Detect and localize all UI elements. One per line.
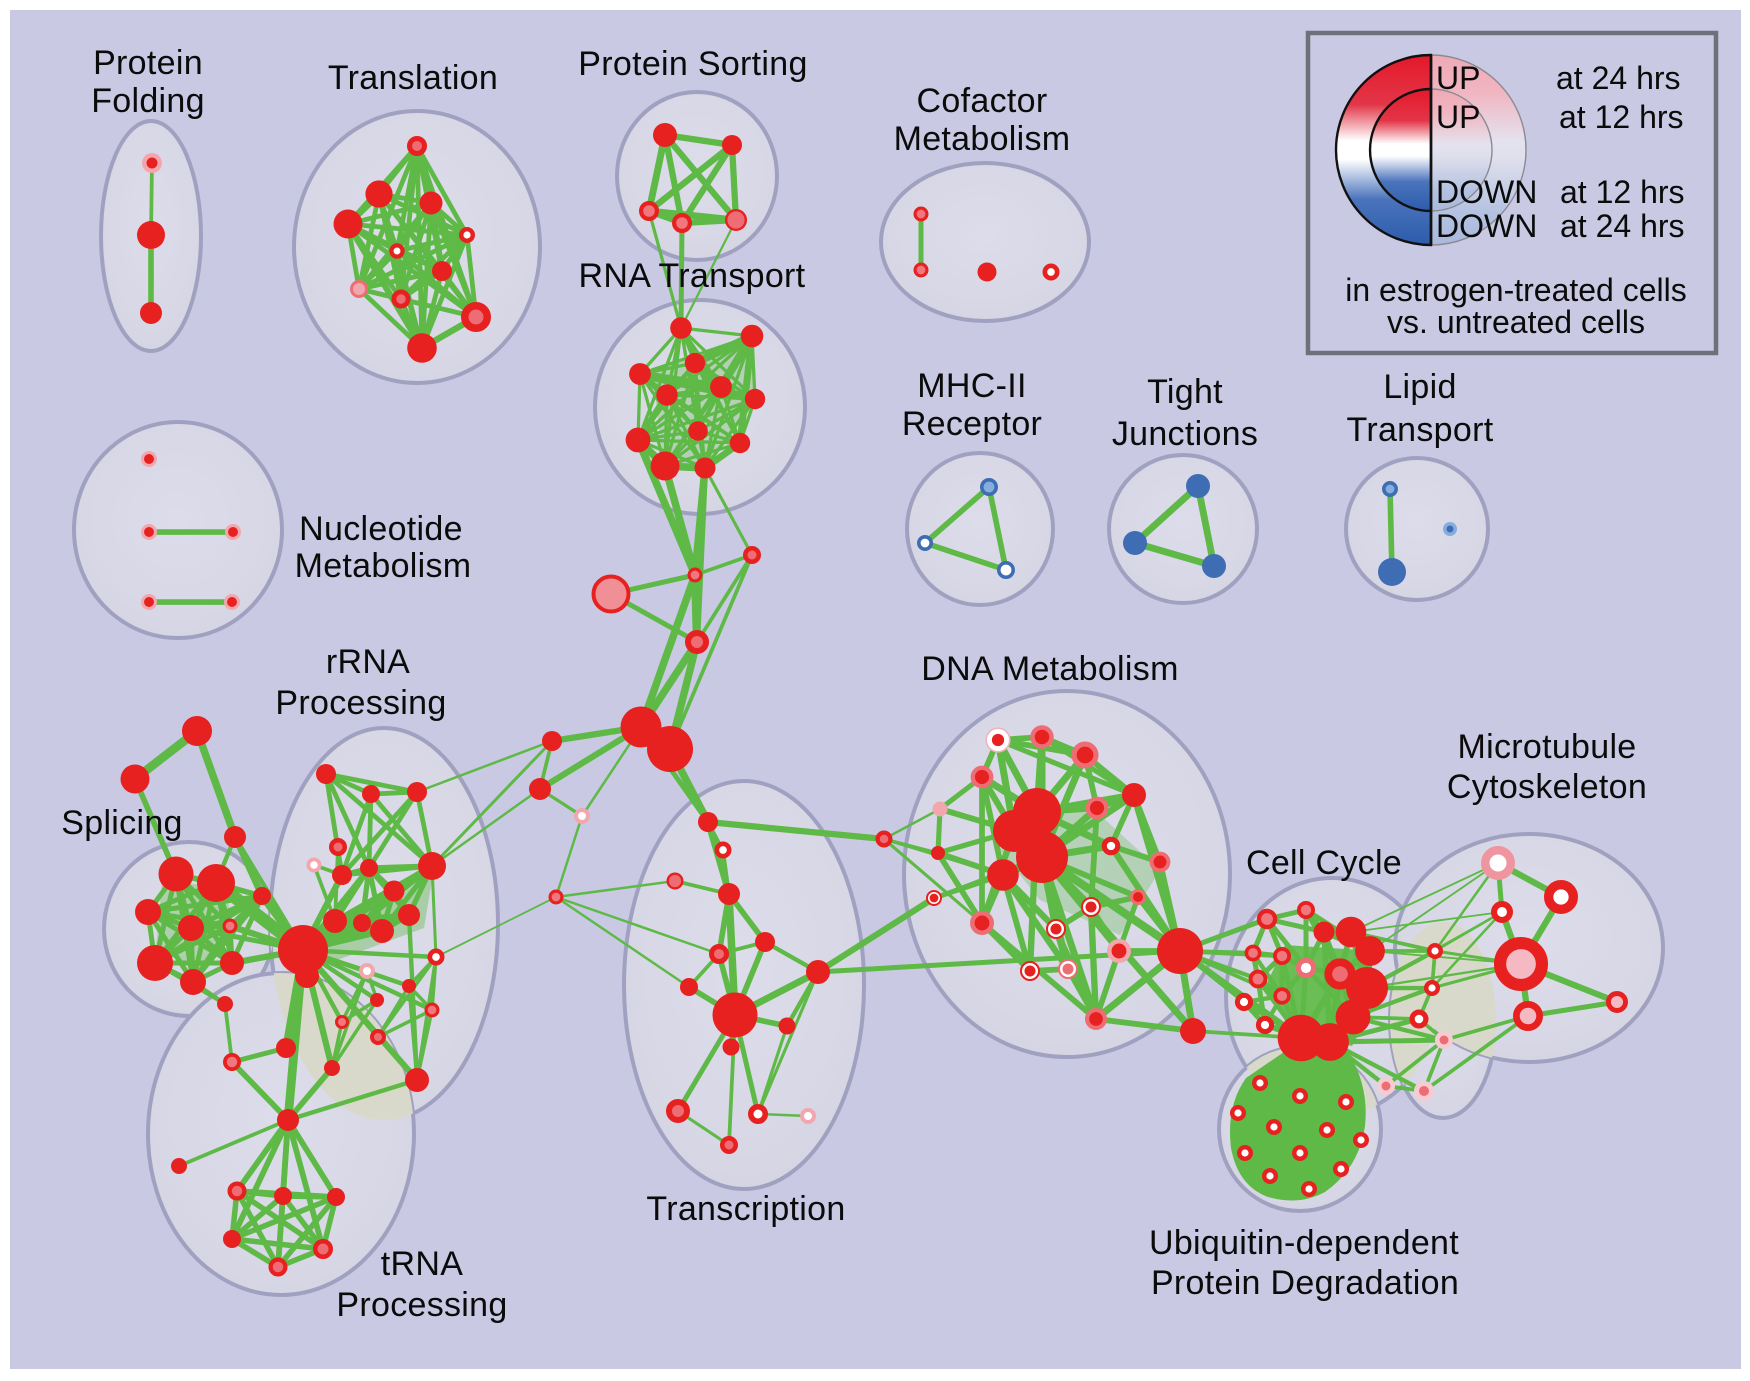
svg-text:Processing: Processing <box>275 684 446 722</box>
svg-text:Folding: Folding <box>91 82 205 120</box>
svg-text:at 24 hrs: at 24 hrs <box>1560 208 1685 244</box>
svg-text:DOWN: DOWN <box>1436 174 1537 210</box>
svg-text:tRNA: tRNA <box>381 1245 463 1283</box>
svg-text:DOWN: DOWN <box>1436 208 1537 244</box>
svg-text:Ubiquitin-dependent: Ubiquitin-dependent <box>1149 1224 1459 1262</box>
svg-text:UP: UP <box>1436 99 1480 135</box>
svg-text:Receptor: Receptor <box>902 405 1042 443</box>
svg-text:at 24 hrs: at 24 hrs <box>1556 60 1681 96</box>
svg-text:Nucleotide: Nucleotide <box>299 510 463 548</box>
svg-text:Protein: Protein <box>93 44 203 82</box>
svg-text:Cytoskeleton: Cytoskeleton <box>1447 768 1647 806</box>
svg-text:Microtubule: Microtubule <box>1457 728 1636 766</box>
svg-text:Protein Degradation: Protein Degradation <box>1151 1264 1459 1302</box>
svg-text:at 12 hrs: at 12 hrs <box>1560 174 1685 210</box>
svg-text:UP: UP <box>1436 60 1480 96</box>
svg-text:Transport: Transport <box>1347 411 1494 449</box>
svg-text:Cell Cycle: Cell Cycle <box>1246 844 1402 882</box>
svg-text:Splicing: Splicing <box>61 804 182 842</box>
svg-text:Metabolism: Metabolism <box>894 120 1071 158</box>
svg-text:Metabolism: Metabolism <box>295 547 472 585</box>
svg-text:Tight: Tight <box>1147 373 1223 411</box>
svg-text:Processing: Processing <box>336 1286 507 1324</box>
svg-text:vs. untreated cells: vs. untreated cells <box>1387 304 1645 340</box>
svg-text:Translation: Translation <box>328 59 498 97</box>
svg-text:in estrogen-treated cells: in estrogen-treated cells <box>1345 272 1687 308</box>
svg-text:Protein Sorting: Protein Sorting <box>578 45 807 83</box>
svg-text:RNA Transport: RNA Transport <box>579 257 806 295</box>
svg-text:Transcription: Transcription <box>646 1190 845 1228</box>
svg-text:Cofactor: Cofactor <box>917 82 1048 120</box>
svg-text:at 12 hrs: at 12 hrs <box>1559 99 1684 135</box>
svg-text:Junctions: Junctions <box>1112 415 1258 453</box>
svg-text:rRNA: rRNA <box>326 643 410 681</box>
svg-text:Lipid: Lipid <box>1383 368 1456 406</box>
svg-text:DNA Metabolism: DNA Metabolism <box>921 650 1178 688</box>
svg-text:MHC-II: MHC-II <box>917 367 1026 405</box>
